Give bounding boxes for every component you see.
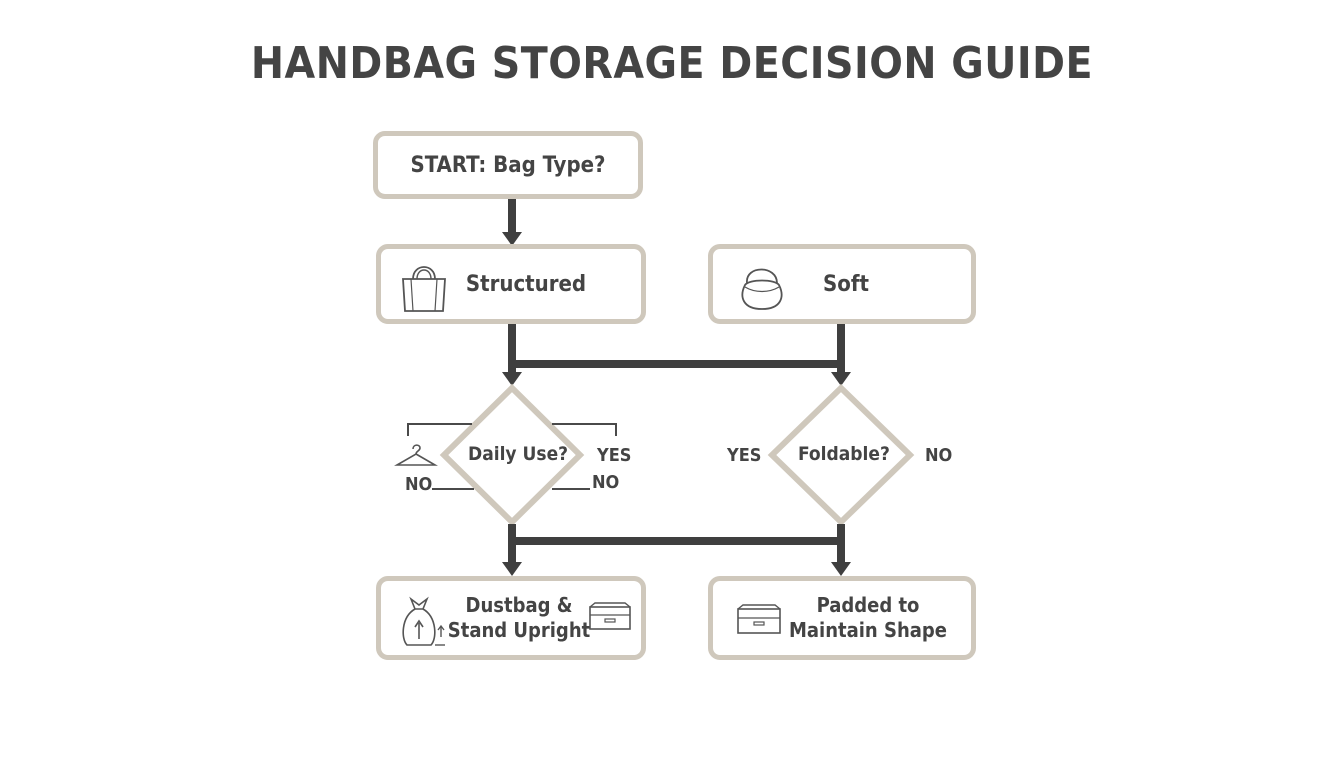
- arrowhead: [831, 372, 851, 386]
- dustbag-icon: [402, 596, 445, 646]
- tote-bag-icon: [402, 266, 446, 312]
- padded-node: Padded to Maintain Shape: [708, 576, 976, 660]
- start-node: START: Bag Type?: [373, 131, 643, 199]
- soft-node: Soft: [708, 244, 976, 324]
- padded-line-1: Padded to: [816, 593, 920, 617]
- arrowhead: [502, 372, 522, 386]
- decision-daily-use-shape: [439, 383, 585, 527]
- structured-node: Structured: [376, 244, 646, 324]
- decision-foldable-shape: [767, 383, 915, 527]
- daily-left-bracket: [407, 423, 472, 436]
- foldable-no-label: NO: [925, 445, 953, 466]
- dustbag-line-1: Dustbag &: [465, 593, 573, 617]
- diagram-title: HANDBAG STORAGE DECISION GUIDE: [250, 38, 1094, 89]
- daily-use-label: Daily Use?: [468, 443, 569, 465]
- dustbag-line-2: Stand Upright: [447, 618, 591, 642]
- arrowhead: [502, 232, 522, 246]
- storage-box-icon: [737, 604, 781, 634]
- start-label: START: Bag Type?: [410, 152, 606, 178]
- foldable-yes-label: YES: [727, 445, 762, 466]
- dustbag-node: Dustbag & Stand Upright: [376, 576, 646, 660]
- foldable-label: Foldable?: [798, 443, 890, 465]
- hanger-icon: [394, 444, 438, 466]
- daily-no-right-label: NO: [592, 472, 620, 493]
- structured-label: Structured: [465, 271, 587, 297]
- daily-yes-label: YES: [597, 445, 632, 466]
- arrowhead: [502, 562, 522, 576]
- storage-box-icon: [589, 602, 631, 630]
- daily-right-bracket: [552, 423, 617, 436]
- padded-line-2: Maintain Shape: [789, 618, 947, 642]
- soft-label: Soft: [823, 271, 869, 297]
- dustbag-text: Dustbag & Stand Upright: [448, 593, 590, 643]
- hobo-bag-icon: [741, 268, 783, 310]
- arrowhead: [831, 562, 851, 576]
- padded-text: Padded to Maintain Shape: [789, 593, 947, 643]
- daily-no-left-label: NO: [405, 474, 433, 495]
